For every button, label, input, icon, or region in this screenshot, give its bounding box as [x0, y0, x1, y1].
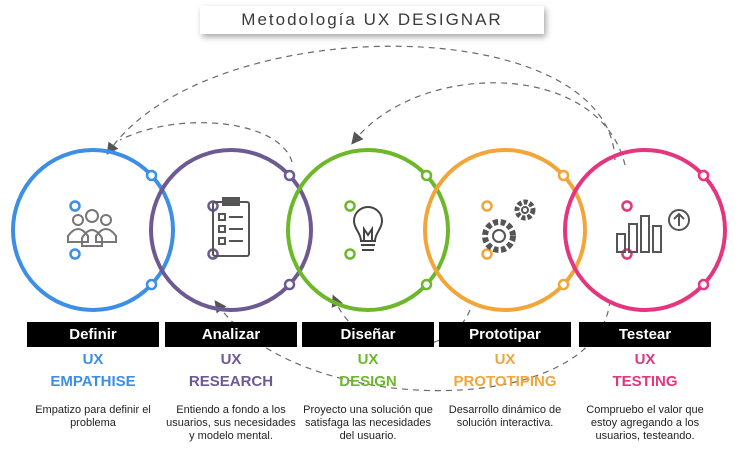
step-ux: UX	[82, 351, 104, 368]
step-ux: UX	[494, 351, 516, 368]
diagram-title: Metodología UX DESIGNAR	[241, 10, 503, 29]
connector-dot	[283, 278, 296, 291]
step-name: TESTING	[612, 373, 678, 390]
connector-dot	[697, 169, 710, 182]
step-label: Testear	[579, 322, 711, 347]
users-icon	[67, 209, 117, 247]
connector-dot	[621, 200, 633, 212]
step-label: Diseñar	[302, 322, 434, 347]
step-description: Compruebo el valor que estoy agregando a…	[586, 404, 704, 442]
connector-dot	[697, 278, 710, 291]
connector-dot	[145, 169, 158, 182]
step-label: Analizar	[165, 322, 297, 347]
connector-dot	[283, 169, 296, 182]
step-name: PROTOTIPING	[453, 373, 557, 390]
connector-dot	[420, 278, 433, 291]
connector-dot	[557, 169, 570, 182]
step-circle	[423, 148, 587, 312]
feedback-arc-short	[119, 122, 293, 163]
connector-dot	[69, 248, 81, 260]
connector-dot	[344, 200, 356, 212]
connector-dot	[481, 200, 493, 212]
step-description: Desarrollo dinámico de solución interact…	[448, 404, 562, 429]
step-name: EMPATHISE	[50, 373, 136, 390]
feedback-arc-outer	[106, 45, 616, 161]
connector-dot	[420, 169, 433, 182]
step-description: Entiendo a fondo a los usuarios, sus nec…	[166, 404, 296, 442]
connector-dot	[145, 278, 158, 291]
step-circle	[286, 148, 450, 312]
connector-dot	[557, 278, 570, 291]
clipboard-icon	[212, 197, 250, 257]
step-ux: UX	[357, 351, 379, 368]
connector-dot	[344, 248, 356, 260]
step-ux: UX	[634, 351, 656, 368]
step-label: Definir	[27, 322, 159, 347]
chart-icon	[616, 209, 690, 253]
step-circle	[11, 148, 175, 312]
connector-dot	[621, 248, 633, 260]
step-ux: UX	[220, 351, 242, 368]
step-circle	[149, 148, 313, 312]
connector-dot	[481, 248, 493, 260]
step-description: Empatizo para definir el problema	[35, 404, 151, 429]
step-circle	[563, 148, 727, 312]
lightbulb-icon	[352, 206, 384, 251]
gears-icon	[482, 199, 536, 253]
connector-dot	[69, 200, 81, 212]
step-label: Prototipar	[439, 322, 571, 347]
step-name: RESEARCH	[188, 373, 274, 390]
step-description: Proyecto una solución que satisfaga las …	[303, 404, 433, 442]
feedback-arc-inner	[351, 82, 626, 166]
step-name: DESIGN	[339, 373, 397, 390]
title-box: Metodología UX DESIGNAR	[200, 6, 544, 34]
